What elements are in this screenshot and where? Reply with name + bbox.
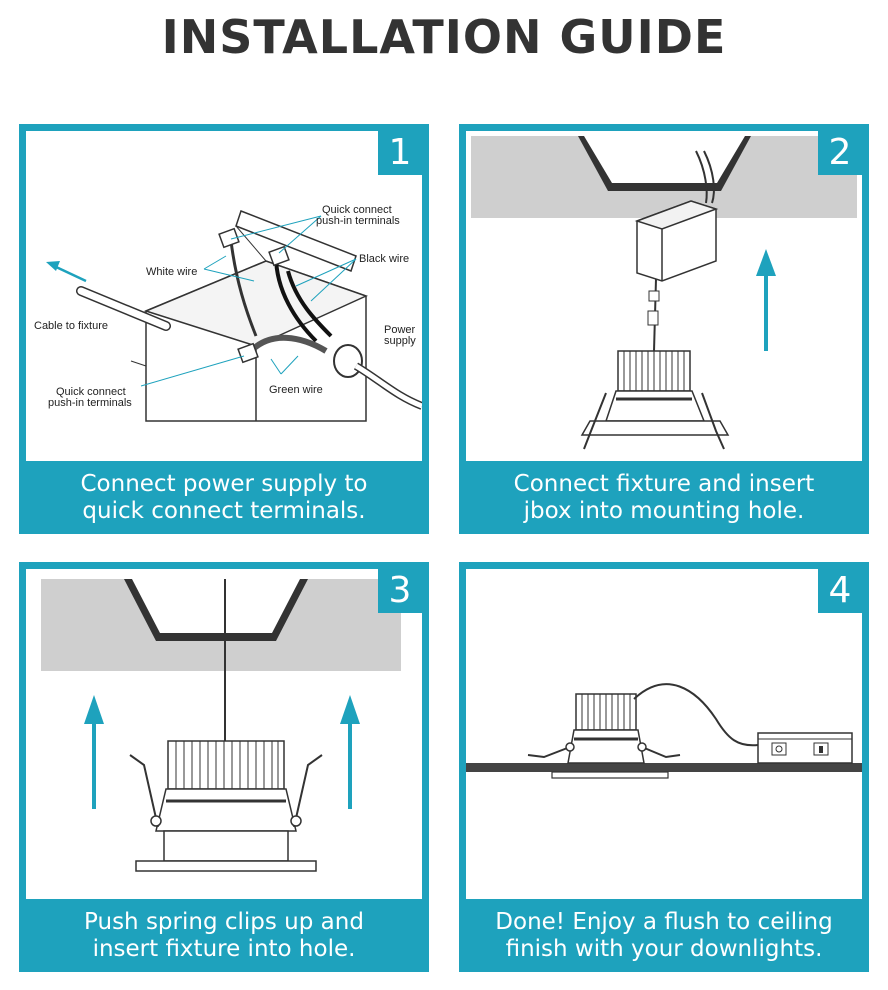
step-3-panel: 3 Push spring clips up and insert fixtur…	[19, 562, 429, 972]
step-3-number: 3	[378, 569, 422, 613]
step-1-illustration: Quick connect push-in terminals White wi…	[26, 131, 422, 461]
label-quick-connect-bottom-1: Quick connect	[56, 386, 126, 398]
step-1-caption-line-1: Connect power supply to	[80, 471, 368, 497]
step-2-caption-line-1: Connect fixture and insert	[513, 471, 815, 497]
step-1-caption-line-2: quick connect terminals.	[82, 498, 366, 524]
label-green-wire: Green wire	[269, 384, 323, 396]
step-4-caption: Done! Enjoy a flush to ceiling finish wi…	[459, 902, 869, 970]
step-4-number: 4	[818, 569, 862, 613]
step-2-caption: Connect fixture and insert jbox into mou…	[459, 464, 869, 532]
step-1-caption: Connect power supply to quick connect te…	[19, 464, 429, 532]
label-white-wire: White wire	[146, 266, 197, 278]
step-2-panel: 2 Connect fixture and insert jbox into m…	[459, 124, 869, 534]
step-4-panel: 4 Done! Enjoy a flush to ceiling finish …	[459, 562, 869, 972]
label-quick-connect-top-1: Quick connect	[322, 204, 392, 216]
step-4-caption-line-2: finish with your downlights.	[505, 936, 823, 962]
label-black-wire: Black wire	[359, 253, 409, 265]
page-title: INSTALLATION GUIDE	[161, 10, 727, 64]
finished-install-diagram	[466, 683, 862, 779]
step-4-caption-line-1: Done! Enjoy a flush to ceiling	[495, 909, 833, 935]
step-4-illustration	[466, 569, 862, 899]
step-3-caption-line-2: insert fixture into hole.	[92, 936, 356, 962]
step-3-caption: Push spring clips up and insert fixture …	[19, 902, 429, 970]
step-2-illustration	[466, 131, 862, 461]
step-2-number: 2	[818, 131, 862, 175]
label-quick-connect-top-2: push-in terminals	[316, 215, 400, 227]
step-1-panel: Quick connect push-in terminals White wi…	[19, 124, 429, 534]
junction-box-wiring-diagram: Quick connect push-in terminals White wi…	[34, 204, 422, 422]
step-1-number: 1	[378, 131, 422, 175]
label-quick-connect-bottom-2: push-in terminals	[48, 397, 132, 409]
fixture-jbox-diagram	[471, 136, 857, 450]
step-2-caption-line-2: jbox into mounting hole.	[523, 498, 805, 524]
label-power-supply-1: Power	[384, 324, 416, 336]
spring-clips-diagram	[41, 579, 401, 872]
label-cable-to-fixture: Cable to fixture	[34, 320, 108, 332]
label-power-supply-2: supply	[384, 335, 416, 347]
step-3-illustration	[26, 569, 422, 899]
step-3-caption-line-1: Push spring clips up and	[84, 909, 364, 935]
